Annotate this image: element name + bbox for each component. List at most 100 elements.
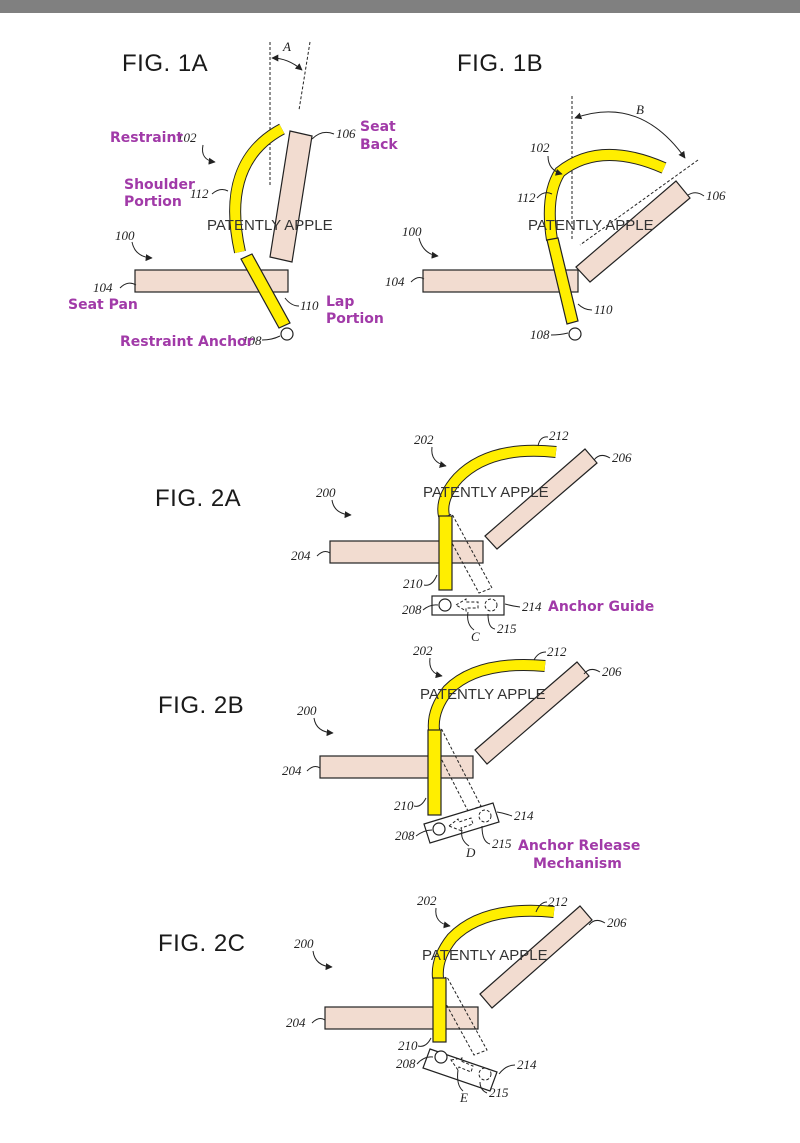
angle-a-label: A	[282, 39, 291, 54]
label-206: 206	[612, 450, 632, 465]
seat-back	[479, 905, 593, 1009]
label-214: 214	[522, 599, 542, 614]
motion-arrow	[450, 1057, 474, 1073]
label-210: 210	[403, 576, 423, 591]
leader-c	[467, 611, 475, 631]
leader-102	[202, 144, 216, 165]
leader-104	[410, 277, 425, 283]
label-210: 210	[398, 1038, 418, 1053]
leader-112	[211, 189, 229, 195]
annotation-seat-back-1: Seat	[360, 119, 396, 135]
label-214: 214	[514, 808, 534, 823]
label-e: E	[459, 1090, 468, 1105]
lap-portion	[432, 977, 447, 1043]
label-d: D	[465, 845, 476, 860]
watermark-1a: PATENTLY APPLE	[207, 217, 333, 234]
leader-200	[312, 950, 333, 971]
motion-arrow	[455, 598, 479, 612]
label-112: 112	[190, 186, 209, 201]
leader-106	[311, 131, 335, 140]
figure-2b: FIG. 2B 202 212 206 200 204 210 214	[158, 643, 640, 872]
label-100: 100	[402, 224, 422, 239]
leader-210	[423, 574, 438, 586]
label-112: 112	[517, 190, 536, 205]
label-104: 104	[93, 280, 113, 295]
restraint-anchor	[280, 327, 294, 341]
leader-108	[261, 335, 281, 341]
seat-back-axis-line	[298, 41, 311, 111]
lap-alternate-position	[427, 727, 482, 812]
annotation-shoulder-2: Portion	[124, 194, 182, 210]
label-206: 206	[607, 915, 627, 930]
motion-arrow	[447, 817, 474, 832]
label-204: 204	[286, 1015, 306, 1030]
watermark-2c: PATENTLY APPLE	[422, 947, 548, 964]
figure-2b-title: FIG. 2B	[158, 692, 244, 719]
label-208: 208	[402, 602, 422, 617]
leader-210	[413, 797, 427, 807]
label-204: 204	[282, 763, 302, 778]
lap-alternate-position	[433, 976, 488, 1056]
leader-208	[422, 604, 439, 611]
restraint-anchor	[438, 598, 452, 612]
seat-pan	[319, 755, 474, 779]
seat-back	[269, 130, 313, 263]
label-108: 108	[530, 327, 550, 342]
label-102: 102	[177, 130, 197, 145]
label-202: 202	[413, 643, 433, 658]
leader-212	[537, 436, 549, 447]
label-212: 212	[548, 894, 568, 909]
figure-1a: FIG. 1A A 102 106 112 100	[68, 39, 398, 350]
label-215: 215	[497, 621, 517, 636]
label-102: 102	[530, 140, 550, 155]
leader-d	[461, 829, 470, 847]
leader-100	[131, 241, 153, 262]
label-208: 208	[396, 1056, 416, 1071]
figure-2a-title: FIG. 2A	[155, 485, 241, 512]
leader-215	[479, 1081, 488, 1094]
restraint-anchor	[432, 822, 446, 836]
angle-b-arrow	[574, 111, 686, 159]
leader-204	[306, 766, 321, 772]
label-104: 104	[385, 274, 405, 289]
shoulder-portion-fill	[230, 124, 285, 254]
leader-110	[577, 303, 593, 311]
leader-204	[316, 551, 331, 557]
seat-back	[484, 448, 598, 550]
leader-202	[429, 657, 443, 679]
lap-portion	[438, 515, 453, 591]
angle-b-label: B	[636, 102, 644, 117]
leader-102	[547, 155, 563, 176]
top-bar	[0, 0, 800, 13]
shoulder-portion-fill	[438, 445, 557, 518]
leader-204	[311, 1018, 326, 1024]
annotation-anchor-release-1: Anchor Release	[518, 838, 640, 854]
label-204: 204	[291, 548, 311, 563]
leader-e	[457, 1069, 464, 1092]
anchor-alternate-position	[484, 598, 498, 612]
leader-202	[435, 907, 451, 929]
leader-200	[313, 717, 334, 737]
restraint-anchor	[568, 327, 582, 341]
leader-206	[588, 919, 606, 926]
figure-2c: FIG. 2C 202 212 206 200 204 210 208	[158, 893, 627, 1105]
shoulder-portion-fill	[428, 660, 546, 731]
label-108: 108	[242, 333, 262, 348]
annotation-lap-1: Lap	[326, 294, 354, 310]
seat-pan	[422, 269, 579, 293]
label-214: 214	[517, 1057, 537, 1072]
lap-portion	[427, 729, 442, 816]
figure-1b-title: FIG. 1B	[457, 50, 543, 77]
lap-portion	[240, 253, 291, 329]
annotation-restraint: Restraint	[110, 130, 183, 146]
label-100: 100	[115, 228, 135, 243]
seat-pan	[329, 540, 484, 564]
label-212: 212	[547, 644, 567, 659]
label-215: 215	[492, 836, 512, 851]
figure-2a: FIG. 2A 202 212 206 200 204	[155, 428, 654, 644]
label-215: 215	[489, 1085, 509, 1100]
leader-202	[431, 446, 447, 468]
leader-106	[687, 192, 705, 197]
label-206: 206	[602, 664, 622, 679]
